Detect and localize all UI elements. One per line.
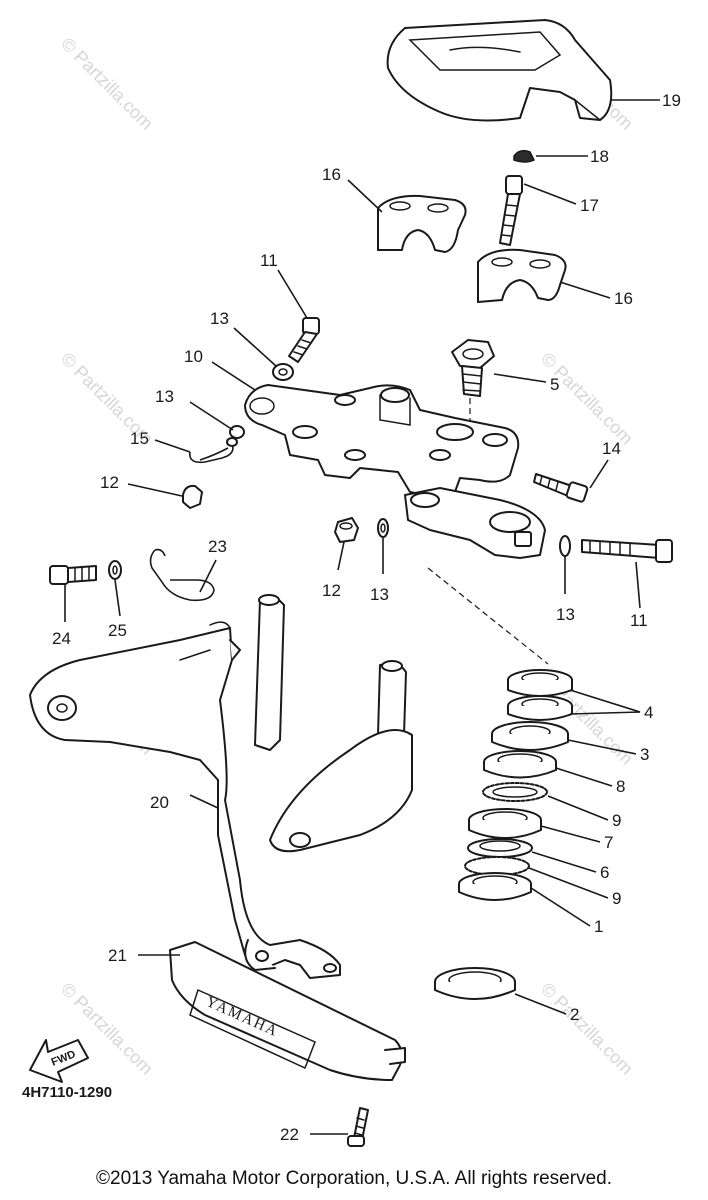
part-13-washer-upper[interactable] <box>272 363 294 381</box>
callout-13-clip[interactable]: 13 <box>155 387 174 406</box>
callout-16-upper-right[interactable]: 16 <box>614 289 633 308</box>
part-9-balls-upper[interactable] <box>482 782 548 802</box>
part-11-bolt-upper[interactable] <box>288 317 320 363</box>
part-7-bearing-race[interactable] <box>468 808 542 839</box>
watermark-8: © Partzilla.com <box>537 979 637 1079</box>
leader-lines <box>64 99 660 1135</box>
part-3-washer[interactable] <box>491 721 569 751</box>
callout-19[interactable]: 19 <box>662 91 681 110</box>
part-19-handle-cover[interactable] <box>386 19 613 122</box>
callout-4[interactable]: 4 <box>644 703 653 722</box>
part-16-holder-upper-right[interactable] <box>477 248 567 303</box>
part-12-nut-center[interactable] <box>334 517 359 543</box>
part-12-nut-left[interactable] <box>182 484 203 509</box>
part-13-washer-right[interactable] <box>559 535 571 557</box>
part-6-bearing-race[interactable] <box>467 838 533 858</box>
callout-2[interactable]: 2 <box>570 1005 579 1024</box>
part-17-bolt[interactable] <box>499 175 523 246</box>
part-4-ring-nuts[interactable] <box>507 669 573 721</box>
fwd-arrow-icon: FWD <box>29 1039 89 1083</box>
part-5-steering-nut[interactable] <box>451 339 495 397</box>
callout-15[interactable]: 15 <box>130 429 149 448</box>
callout-13-upper[interactable]: 13 <box>210 309 229 328</box>
callout-24[interactable]: 24 <box>52 629 71 648</box>
callout-8[interactable]: 8 <box>616 777 625 796</box>
callout-18[interactable]: 18 <box>590 147 609 166</box>
callout-23[interactable]: 23 <box>208 537 227 556</box>
part-22-screw[interactable] <box>347 1107 369 1147</box>
part-20-bracket-frame[interactable] <box>29 594 413 979</box>
callout-9-lower[interactable]: 9 <box>612 889 621 908</box>
callout-21[interactable]: 21 <box>108 946 127 965</box>
callout-22[interactable]: 22 <box>280 1125 299 1144</box>
callout-17[interactable]: 17 <box>580 196 599 215</box>
part-16-holder-upper-left[interactable] <box>377 194 467 253</box>
callout-13-right[interactable]: 13 <box>556 605 575 624</box>
callout-labels: 19 18 17 16 16 11 13 10 13 15 12 5 14 12… <box>52 91 681 1144</box>
callout-6[interactable]: 6 <box>600 863 609 882</box>
part-24-bolt[interactable] <box>49 565 97 585</box>
copyright-notice: ©2013 Yamaha Motor Corporation, U.S.A. A… <box>96 1168 612 1189</box>
part-10-upper-bracket[interactable] <box>244 384 520 501</box>
part-13-washer-clip[interactable] <box>226 425 245 447</box>
under-bracket[interactable] <box>404 487 546 559</box>
part-21-emblem-cover[interactable]: YAMAHA <box>169 941 406 1081</box>
callout-7[interactable]: 7 <box>604 833 613 852</box>
callout-1[interactable]: 1 <box>594 917 603 936</box>
part-2-dust-seal[interactable] <box>434 967 516 1000</box>
callout-25[interactable]: 25 <box>108 621 127 640</box>
callout-11-lower[interactable]: 11 <box>630 611 648 630</box>
part-23-spring-clip[interactable] <box>149 548 215 602</box>
part-14-bolt[interactable] <box>533 473 589 503</box>
callout-13-center[interactable]: 13 <box>370 585 389 604</box>
part-25-washer[interactable] <box>108 560 122 580</box>
part-18-cap[interactable] <box>513 149 536 163</box>
part-code: 4H7110-1290 <box>22 1084 112 1101</box>
watermark-4: © Partzilla.com <box>537 349 637 449</box>
part-1-bearing-race[interactable] <box>458 872 532 901</box>
part-13-washer-center[interactable] <box>377 518 389 538</box>
callout-12-center[interactable]: 12 <box>322 581 341 600</box>
callout-3[interactable]: 3 <box>640 745 649 764</box>
assembly-lines <box>427 398 549 665</box>
callout-20[interactable]: 20 <box>150 793 169 812</box>
callout-12-left[interactable]: 12 <box>100 473 119 492</box>
watermark-1: © Partzilla.com <box>57 34 157 134</box>
callout-10[interactable]: 10 <box>184 347 203 366</box>
watermarks: © Partzilla.com © Partzilla.com © Partzi… <box>57 34 637 1079</box>
callout-5[interactable]: 5 <box>550 375 559 394</box>
callout-14[interactable]: 14 <box>602 439 621 458</box>
part-8-bearing-race[interactable] <box>483 750 557 779</box>
callout-11-upper[interactable]: 11 <box>260 251 278 270</box>
callout-9-upper[interactable]: 9 <box>612 811 621 830</box>
part-11-bolt-lower[interactable] <box>581 539 673 563</box>
part-15-wire-clip[interactable] <box>188 443 234 464</box>
callout-16-upper-left[interactable]: 16 <box>322 165 341 184</box>
